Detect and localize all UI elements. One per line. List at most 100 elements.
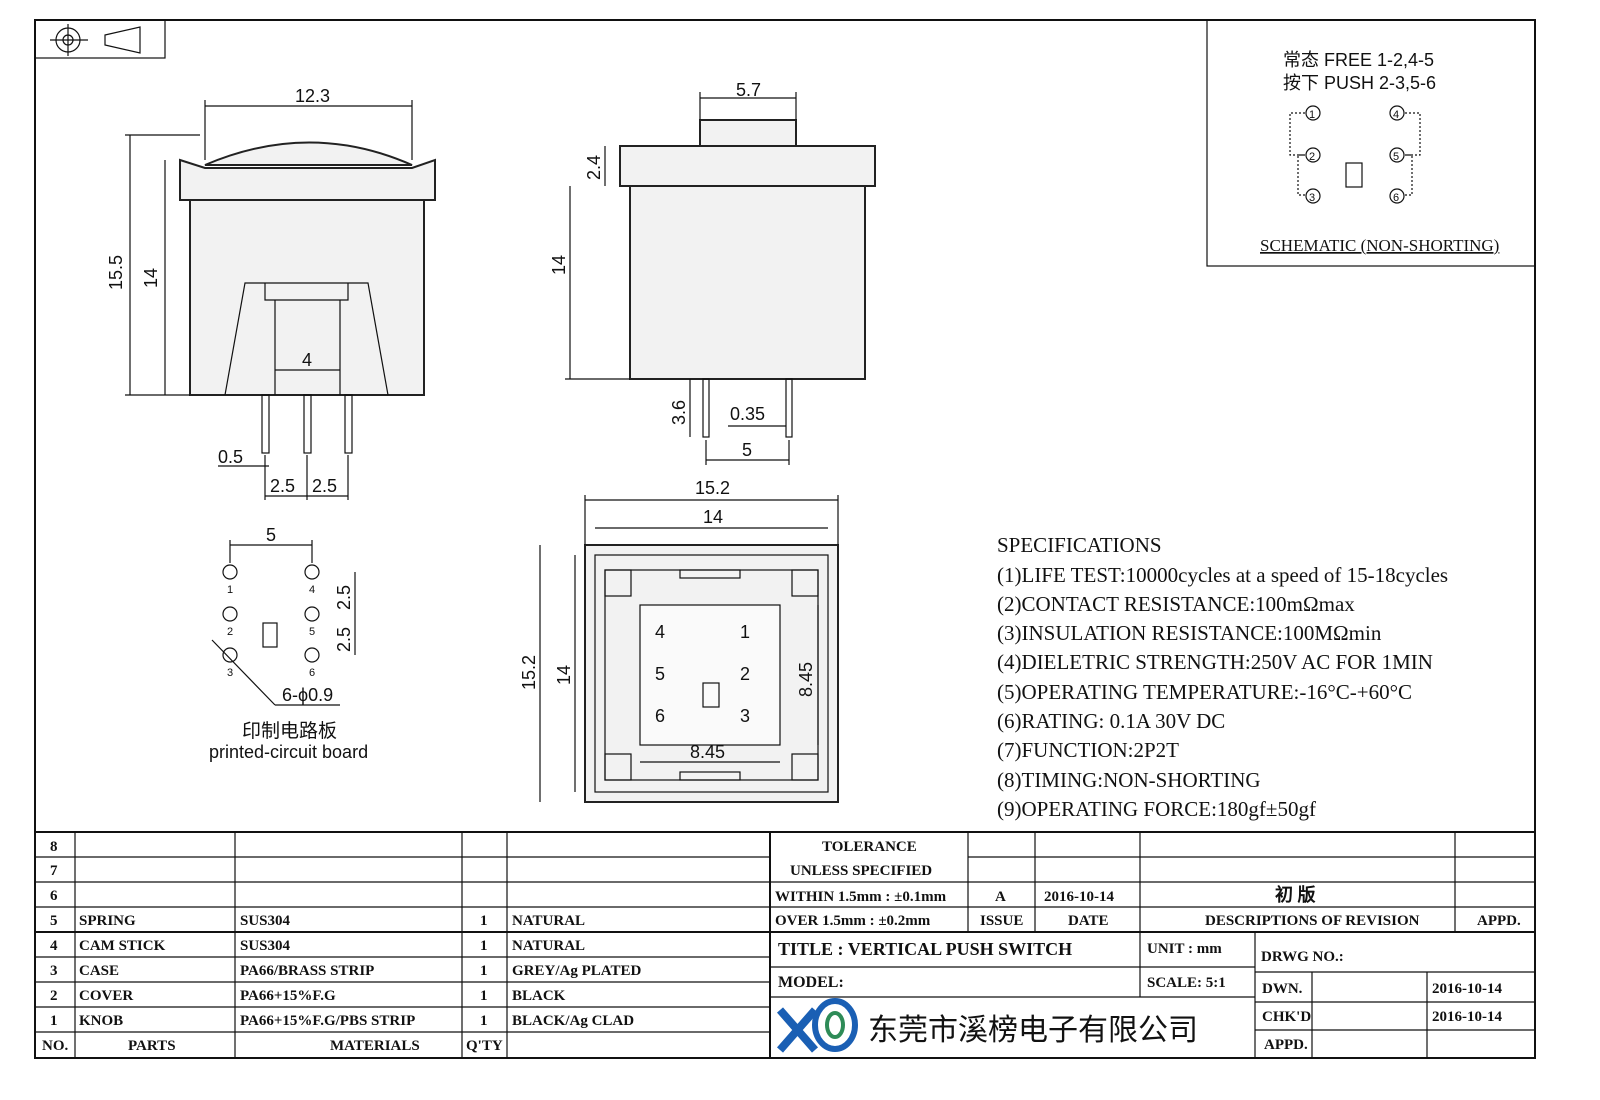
dim-inner-square-height: 8.45 — [796, 662, 816, 697]
pcb-dim-pitch-a: 2.5 — [334, 585, 354, 610]
drawing-title: TITLE : VERTICAL PUSH SWITCH — [778, 939, 1072, 959]
bom-row: 5 SPRING SUS304 1 NATURAL — [50, 913, 585, 929]
bom-table: 8 7 6 5 SPRING SUS304 1 NATURAL 4 CAM ST… — [42, 839, 641, 1054]
schematic-pin-6: 6 — [1393, 192, 1399, 204]
schematic-line-2: 按下 PUSH 2-3,5-6 — [1283, 73, 1436, 93]
bom-material: PA66+15%F.G — [240, 988, 336, 1004]
bom-part: SPRING — [79, 913, 136, 929]
pcb-label-en: printed-circuit board — [209, 742, 368, 762]
pcb-dim-span: 5 — [266, 525, 276, 545]
bom-finish: GREY/Ag PLATED — [512, 963, 641, 979]
bom-part: CAM STICK — [79, 938, 166, 954]
bom-row: 8 — [50, 839, 58, 855]
tolerance-over: OVER 1.5mm : ±0.2mm — [775, 913, 931, 929]
schematic-box: 常态 FREE 1-2,4-5 按下 PUSH 2-3,5-6 1 2 3 4 … — [1206, 19, 1536, 267]
projection-symbol — [34, 19, 166, 59]
bom-finish: BLACK — [512, 988, 566, 1004]
dim-button-height: 2.4 — [584, 155, 604, 180]
top-pin-2: 2 — [740, 664, 750, 684]
dim-inner-width: 14 — [703, 507, 723, 527]
drawn-date: 2016-10-14 — [1432, 981, 1502, 997]
dim-pin-length: 3.6 — [669, 400, 689, 425]
side-view: 5.7 2.4 14 3.6 0.35 5 — [549, 80, 876, 465]
pcb-pin-5: 5 — [309, 626, 315, 638]
schematic-caption: SCHEMATIC (NON-SHORTING) — [1260, 236, 1499, 255]
bom-no: 2 — [50, 988, 58, 1004]
dim-pin-thickness: 0.35 — [730, 404, 765, 424]
company-logo — [776, 998, 858, 1053]
bom-finish: NATURAL — [512, 938, 585, 954]
bom-no: 7 — [50, 863, 58, 879]
bom-row: 4 CAM STICK SUS304 1 NATURAL — [50, 938, 585, 954]
spec-item: (6)RATING: 0.1A 30V DC — [997, 709, 1225, 733]
tolerance-subheading: UNLESS SPECIFIED — [790, 863, 932, 879]
scale: SCALE: 5:1 — [1147, 975, 1226, 991]
schematic-pin-5: 5 — [1393, 151, 1399, 163]
dim-width-top: 12.3 — [295, 86, 330, 106]
bom-row: 7 — [50, 863, 58, 879]
front-view: 12.3 15.5 14 4 0.5 2.5 2.5 — [106, 86, 436, 500]
pcb-label-cn: 印制电路板 — [242, 720, 337, 742]
dim-pitch-b: 2.5 — [312, 476, 337, 496]
header-descriptions: DESCRIPTIONS OF REVISION — [1205, 913, 1420, 929]
revision-issue: A — [995, 889, 1006, 905]
dim-inner-square-width: 8.45 — [690, 742, 725, 762]
bom-header-no: NO. — [42, 1038, 69, 1054]
revision-description: 初 版 — [1275, 884, 1316, 905]
schematic-pin-3: 3 — [1309, 192, 1315, 204]
spec-item: (2)CONTACT RESISTANCE:100mΩmax — [997, 592, 1355, 616]
bom-qty: 1 — [480, 913, 488, 929]
header-date: DATE — [1068, 913, 1109, 929]
dim-height-total: 15.5 — [106, 255, 126, 290]
header-appd: APPD. — [1477, 913, 1521, 929]
header-issue: ISSUE — [980, 913, 1023, 929]
top-pin-5: 5 — [655, 664, 665, 684]
schematic-pin-1: 1 — [1309, 109, 1315, 121]
bom-qty: 1 — [480, 938, 488, 954]
dim-outer-height: 15.2 — [519, 655, 539, 690]
tolerance-within: WITHIN 1.5mm : ±0.1mm — [775, 889, 947, 905]
dim-inner-height: 14 — [554, 665, 574, 685]
pcb-pin-6: 6 — [309, 667, 315, 679]
sheet-border — [34, 19, 1536, 1059]
checked-label: CHK'D — [1262, 1009, 1311, 1025]
top-pin-1: 1 — [740, 622, 750, 642]
schematic-line-1: 常态 FREE 1-2,4-5 — [1283, 50, 1434, 70]
bom-row: 2 COVER PA66+15%F.G 1 BLACK — [50, 988, 566, 1004]
revision-date: 2016-10-14 — [1044, 889, 1114, 905]
title-block: TOLERANCE UNLESS SPECIFIED WITHIN 1.5mm … — [775, 839, 1521, 1053]
bom-material: SUS304 — [240, 913, 291, 929]
approved-label: APPD. — [1264, 1037, 1308, 1053]
spec-title: SPECIFICATIONS — [997, 533, 1162, 557]
spec-item: (4)DIELETRIC STRENGTH:250V AC FOR 1MIN — [997, 650, 1433, 674]
dim-pitch-a: 2.5 — [270, 476, 295, 496]
drawing-number: DRWG NO.: — [1261, 949, 1344, 965]
bom-row: 6 — [50, 888, 58, 904]
specifications: SPECIFICATIONS (1)LIFE TEST:10000cycles … — [997, 533, 1448, 821]
spec-item: (8)TIMING:NON-SHORTING — [997, 768, 1261, 792]
top-pin-4: 4 — [655, 622, 665, 642]
model: MODEL: — [778, 974, 844, 991]
drawn-label: DWN. — [1262, 981, 1303, 997]
bom-row: 3 CASE PA66/BRASS STRIP 1 GREY/Ag PLATED — [50, 963, 641, 979]
dim-pin-width: 0.5 — [218, 447, 243, 467]
bom-qty: 1 — [480, 963, 488, 979]
bom-header-materials: MATERIALS — [330, 1038, 420, 1054]
tolerance-heading: TOLERANCE — [822, 839, 917, 855]
bom-qty: 1 — [480, 988, 488, 1004]
bom-header-parts: PARTS — [128, 1038, 176, 1054]
bom-no: 5 — [50, 913, 58, 929]
checked-date: 2016-10-14 — [1432, 1009, 1502, 1025]
bom-no: 6 — [50, 888, 58, 904]
dim-slot: 4 — [302, 350, 312, 370]
bom-finish: NATURAL — [512, 913, 585, 929]
bom-part: KNOB — [79, 1013, 123, 1029]
bom-material: PA66+15%F.G/PBS STRIP — [240, 1013, 415, 1029]
top-pin-3: 3 — [740, 706, 750, 726]
bom-header-qty: Q'TY — [466, 1038, 503, 1054]
pcb-dim-pitch-b: 2.5 — [334, 627, 354, 652]
bom-material: PA66/BRASS STRIP — [240, 963, 374, 979]
dim-pin-span: 5 — [742, 440, 752, 460]
dim-button: 5.7 — [736, 80, 761, 100]
